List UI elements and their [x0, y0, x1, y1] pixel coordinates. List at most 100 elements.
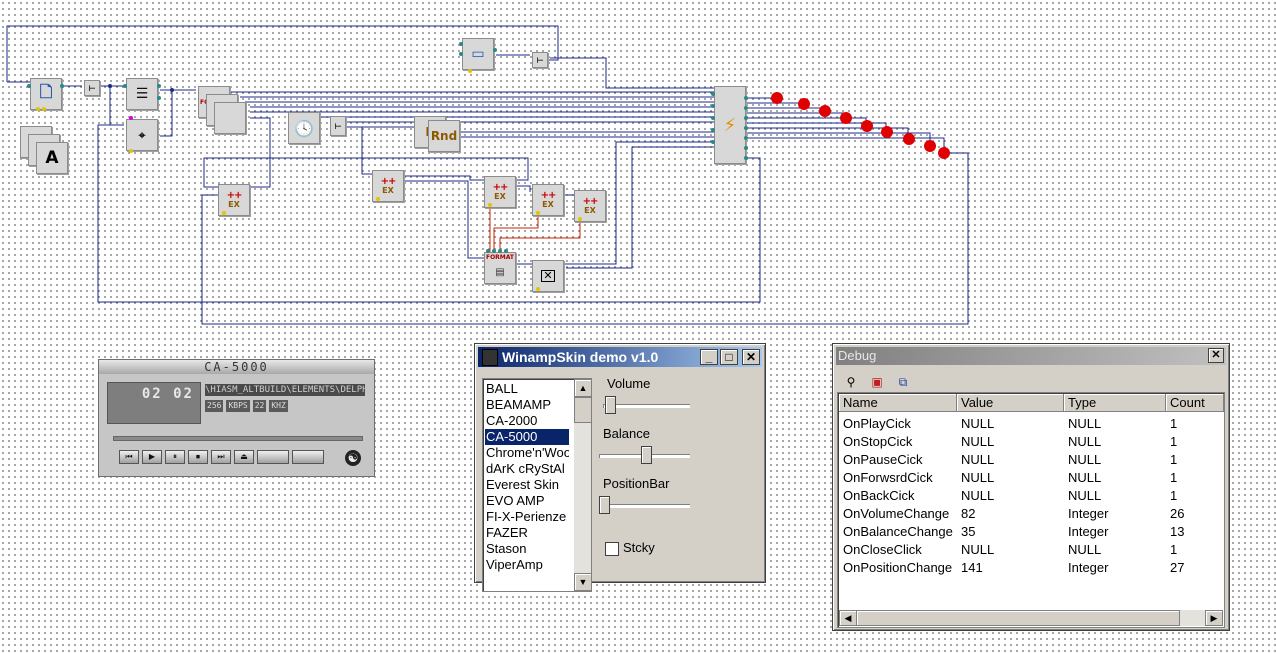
pin	[129, 149, 133, 153]
close-button[interactable]: ✕	[742, 349, 760, 365]
debug-close-button[interactable]: ✕	[1208, 348, 1224, 363]
scroll-thumb[interactable]	[574, 397, 592, 423]
output-dot[interactable]	[819, 105, 831, 117]
skin-list-item[interactable]: CA-5000	[485, 429, 569, 445]
copy-icon[interactable]: ⧉	[898, 375, 908, 389]
pointer-icon[interactable]: ⚲	[846, 375, 856, 389]
skin-list-item[interactable]: FAZER	[486, 525, 528, 540]
output-dot[interactable]	[840, 112, 852, 124]
maximize-button[interactable]: □	[720, 349, 738, 365]
output-dot[interactable]	[861, 120, 873, 132]
output-dot[interactable]	[881, 126, 893, 138]
equalizer-button[interactable]	[257, 450, 289, 464]
volume-track[interactable]	[603, 404, 690, 408]
pin	[459, 42, 463, 46]
balance-slider[interactable]	[641, 446, 652, 464]
winamp-seek-bar[interactable]	[113, 436, 363, 441]
output-dot[interactable]	[924, 140, 936, 152]
skin-list-item[interactable]: Stason	[486, 541, 527, 556]
col-value-header[interactable]: Value	[957, 394, 1064, 412]
skin-list-item[interactable]: Chrome'n'Wood	[486, 445, 569, 460]
expression-component-3[interactable]: ++EX	[484, 176, 516, 208]
position-track[interactable]	[599, 504, 690, 508]
sticky-checkbox[interactable]	[605, 542, 619, 556]
brush-icon[interactable]: ▣	[871, 375, 883, 389]
col-type-header[interactable]: Type	[1064, 394, 1166, 412]
expression-component-1[interactable]: ++EX	[218, 184, 250, 216]
split-component-top[interactable]: ⊢	[532, 52, 548, 68]
output-dot[interactable]	[903, 133, 915, 145]
scroll-right-button[interactable]: ▶	[1205, 610, 1223, 626]
output-dot[interactable]	[771, 92, 783, 104]
position-slider[interactable]	[599, 496, 610, 514]
button-component[interactable]: ⌖	[126, 119, 158, 151]
close-component[interactable]: ✕	[532, 260, 564, 292]
scroll-left-button[interactable]: ◀	[839, 610, 857, 626]
eject-button[interactable]: ⏏	[234, 450, 254, 464]
skin-list-item[interactable]: BALL	[486, 381, 518, 396]
minimize-button[interactable]: _	[700, 349, 718, 365]
col-name-header[interactable]: Name	[839, 394, 957, 412]
skin-list-item[interactable]: CA-2000	[486, 413, 538, 428]
ex-label: EX	[228, 200, 240, 209]
expression-component-2[interactable]: ++EX	[372, 170, 404, 202]
scroll-down-button[interactable]: ▼	[574, 573, 592, 591]
skin-list-item[interactable]: EVO AMP	[486, 493, 545, 508]
pin	[744, 106, 748, 110]
winamp-skin-component[interactable]: ⚡	[714, 86, 746, 164]
random-component[interactable]: Rnd	[428, 120, 460, 152]
form-component[interactable]: ▭	[462, 38, 494, 70]
scroll-thumb[interactable]	[856, 610, 1180, 626]
skin-list-item[interactable]: Everest Skin	[486, 477, 559, 492]
playlist-button[interactable]	[292, 450, 324, 464]
listbox-component[interactable]: ☰	[126, 78, 158, 110]
skin-list-item[interactable]: BEAMAMP	[486, 397, 552, 412]
prev-button[interactable]: ⏮	[119, 450, 139, 464]
winamp-titlebar[interactable]: CA-5000	[99, 360, 374, 374]
skin-demo-titlebar[interactable]: WinampSkin demo v1.0 _ □ ✕	[478, 347, 762, 367]
col-count-header[interactable]: Count	[1166, 394, 1224, 412]
text-component[interactable]: A	[36, 142, 68, 174]
output-dot[interactable]	[798, 98, 810, 110]
yin-yang-logo-icon: ☯	[345, 450, 361, 466]
expression-component-4[interactable]: ++EX	[532, 184, 564, 216]
play-button[interactable]: ▶	[142, 450, 162, 464]
debug-hscrollbar[interactable]: ◀ ▶	[839, 610, 1223, 626]
split-component-mid[interactable]: ⊢	[330, 116, 346, 136]
skin-list-scrollbar[interactable]: ▲ ▼	[574, 379, 592, 591]
file-list-component[interactable]: 🗋	[30, 78, 62, 110]
pin	[536, 287, 540, 291]
pause-button[interactable]: ⏸	[165, 450, 185, 464]
timer-component[interactable]: 🕓	[288, 112, 320, 144]
scroll-up-button[interactable]: ▲	[574, 379, 592, 397]
expression-component-5[interactable]: ++EX	[574, 190, 606, 222]
cell-value: NULL	[961, 488, 995, 503]
debug-titlebar[interactable]: Debug ✕	[836, 347, 1226, 365]
split-component[interactable]: ⊢	[84, 80, 100, 96]
next-button[interactable]: ⏭	[211, 450, 231, 464]
format-component-bottom[interactable]: FORMAT ▤	[484, 252, 516, 284]
skin-list-item[interactable]: dArK cRyStAl	[486, 461, 565, 476]
cell-value: NULL	[961, 434, 995, 449]
skin-list-item[interactable]: ViperAmp	[486, 557, 543, 572]
skin-list-item[interactable]: FI-X-Perienze	[486, 509, 567, 524]
pin	[493, 48, 497, 52]
volume-slider[interactable]	[605, 396, 616, 414]
stop-button[interactable]: ⏹	[188, 450, 208, 464]
winamp-player[interactable]: CA-5000 02 02 \HIASM_ALTBUILD\ELEMENTS\D…	[98, 359, 375, 477]
pin	[536, 211, 540, 215]
ex-plus: ++	[492, 182, 509, 193]
output-dot[interactable]	[938, 147, 950, 159]
format-component-stack-3[interactable]	[214, 102, 246, 134]
